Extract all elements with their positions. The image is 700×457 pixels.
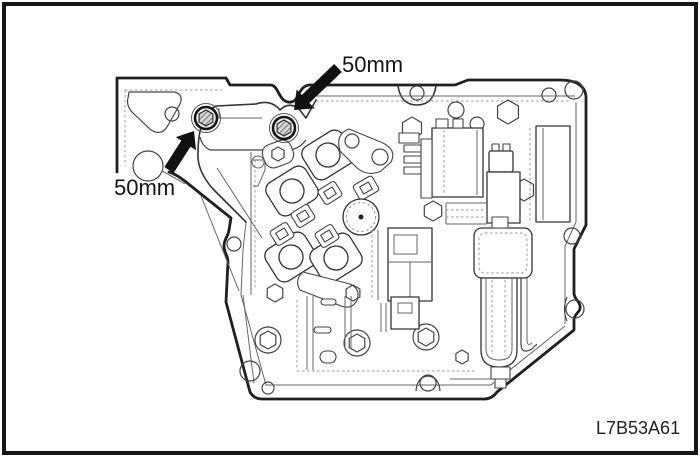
solenoid-cluster (251, 128, 394, 308)
callout-arrow-top (294, 64, 342, 110)
internal-wall-lines (200, 152, 266, 384)
valve-block-assembly (371, 118, 571, 389)
gasket-lines (197, 95, 577, 392)
hex-bolt-heads (254, 99, 535, 365)
callout-label-top: 50mm (342, 52, 403, 77)
figure-code: L7B53A61 (596, 418, 680, 438)
callout-arrows (164, 64, 342, 173)
callout-arrow-left (164, 131, 196, 173)
callout-label-left: 50mm (114, 175, 175, 200)
notch-details (124, 89, 222, 185)
perimeter-bolt-holes (226, 80, 585, 395)
lower-body-details (296, 296, 420, 370)
bolt-50mm-top (269, 113, 299, 143)
bolt-50mm-left (191, 103, 221, 133)
